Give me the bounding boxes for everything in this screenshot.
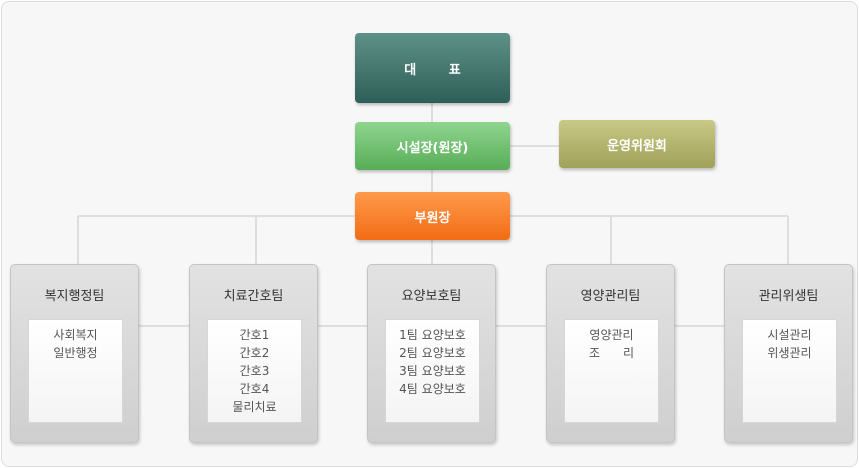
team-member: 2팀 요양보호 [399, 346, 466, 360]
team-title: 관리위생팀 [758, 289, 819, 304]
team-title: 요양보호팀 [401, 289, 462, 304]
team-member: 사회복지 [53, 328, 98, 342]
team-member: 조 리 [589, 346, 634, 360]
team-title: 영양관리팀 [580, 289, 641, 304]
team-members-card: 시설관리 위생관리 [742, 319, 837, 423]
team-box-care: 요양보호팀 1팀 요양보호 2팀 요양보호 3팀 요양보호 4팀 요양보호 [367, 264, 496, 443]
team-title: 복지행정팀 [44, 289, 105, 304]
team-member: 1팀 요양보호 [399, 328, 466, 342]
team-box-welfare-admin: 복지행정팀 사회복지 일반행정 [10, 264, 139, 443]
team-member: 영양관리 [589, 328, 634, 342]
team-member: 간호3 [239, 364, 270, 378]
ceo-box: 대 표 [355, 33, 510, 103]
director-box: 시설장(원장) [355, 122, 510, 170]
team-member: 물리치료 [232, 400, 277, 414]
team-member: 간호1 [239, 328, 270, 342]
team-member: 간호4 [239, 382, 270, 396]
committee-box: 운영위원회 [559, 120, 715, 168]
team-members-card: 1팀 요양보호 2팀 요양보호 3팀 요양보호 4팀 요양보호 [385, 319, 480, 423]
team-member: 4팀 요양보호 [399, 382, 466, 396]
team-box-nursing: 치료간호팀 간호1 간호2 간호3 간호4 물리치료 [189, 264, 318, 443]
team-box-nutrition: 영양관리팀 영양관리 조 리 [546, 264, 675, 443]
team-members-card: 영양관리 조 리 [564, 319, 659, 423]
ceo-label: 대 표 [404, 62, 475, 78]
committee-label: 운영위원회 [607, 138, 667, 154]
team-member: 간호2 [239, 346, 270, 360]
vice-director-box: 부원장 [355, 192, 510, 240]
team-member: 위생관리 [767, 346, 812, 360]
team-member: 3팀 요양보호 [399, 364, 466, 378]
vice-director-label: 부원장 [414, 210, 451, 226]
team-member: 시설관리 [767, 328, 812, 342]
team-box-facility-hygiene: 관리위생팀 시설관리 위생관리 [724, 264, 853, 443]
team-title: 치료간호팀 [223, 289, 284, 304]
team-members-card: 사회복지 일반행정 [28, 319, 123, 423]
director-label: 시설장(원장) [396, 140, 469, 156]
team-members-card: 간호1 간호2 간호3 간호4 물리치료 [207, 319, 302, 423]
team-member: 일반행정 [53, 346, 98, 360]
